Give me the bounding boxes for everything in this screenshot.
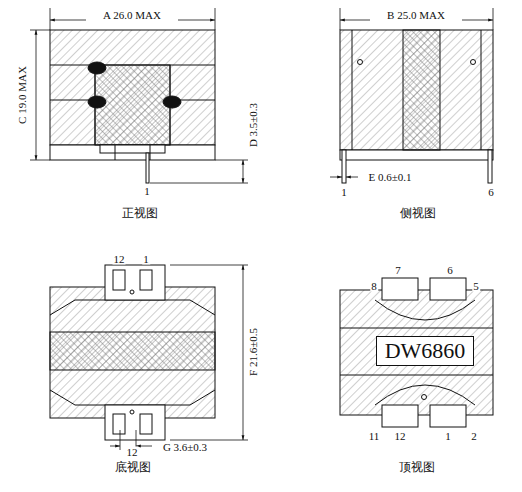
pin-number: 1 [340,187,348,198]
top-view [340,278,493,427]
front-view [50,30,215,183]
pin-number: 1 [444,431,452,442]
side-view [340,30,493,183]
pin-number: 5 [472,281,480,292]
pin-number: 12 [126,447,139,458]
part-marking: DW6860 [385,338,466,363]
dimension-lines [110,265,248,450]
dimension-label: A 26.0 MAX [102,10,162,21]
dimension-label: E 0.6±0.1 [367,172,412,183]
pin-number: 2 [470,431,478,442]
view-caption: 顶视图 [398,461,436,473]
label-plate: DW6860 [376,336,475,366]
pin-number: 6 [446,265,454,276]
dimension-label: C 19.0 MAX [17,65,28,125]
pin-number: 11 [368,431,381,442]
view-caption: 侧视图 [399,207,437,219]
pin-number: 12 [113,254,126,265]
pin-number: 8 [370,281,378,292]
pin-number: 12 [394,431,407,442]
dimension-label: D 3.5±0.3 [248,102,259,148]
pin-number: 1 [143,186,151,197]
dimension-label: B 25.0 MAX [386,10,446,21]
pin-number: 1 [142,254,150,265]
view-caption: 正视图 [121,207,159,219]
dimension-label: F 21.6±0.5 [248,327,259,377]
dimension-label: G 3.6±0.3 [162,442,208,453]
dimension-lines [330,8,493,177]
pin-number: 7 [394,265,402,276]
pin-number: 6 [487,187,495,198]
view-caption: 底视图 [114,461,152,473]
bottom-view [50,265,215,440]
dimension-lines [30,8,248,183]
